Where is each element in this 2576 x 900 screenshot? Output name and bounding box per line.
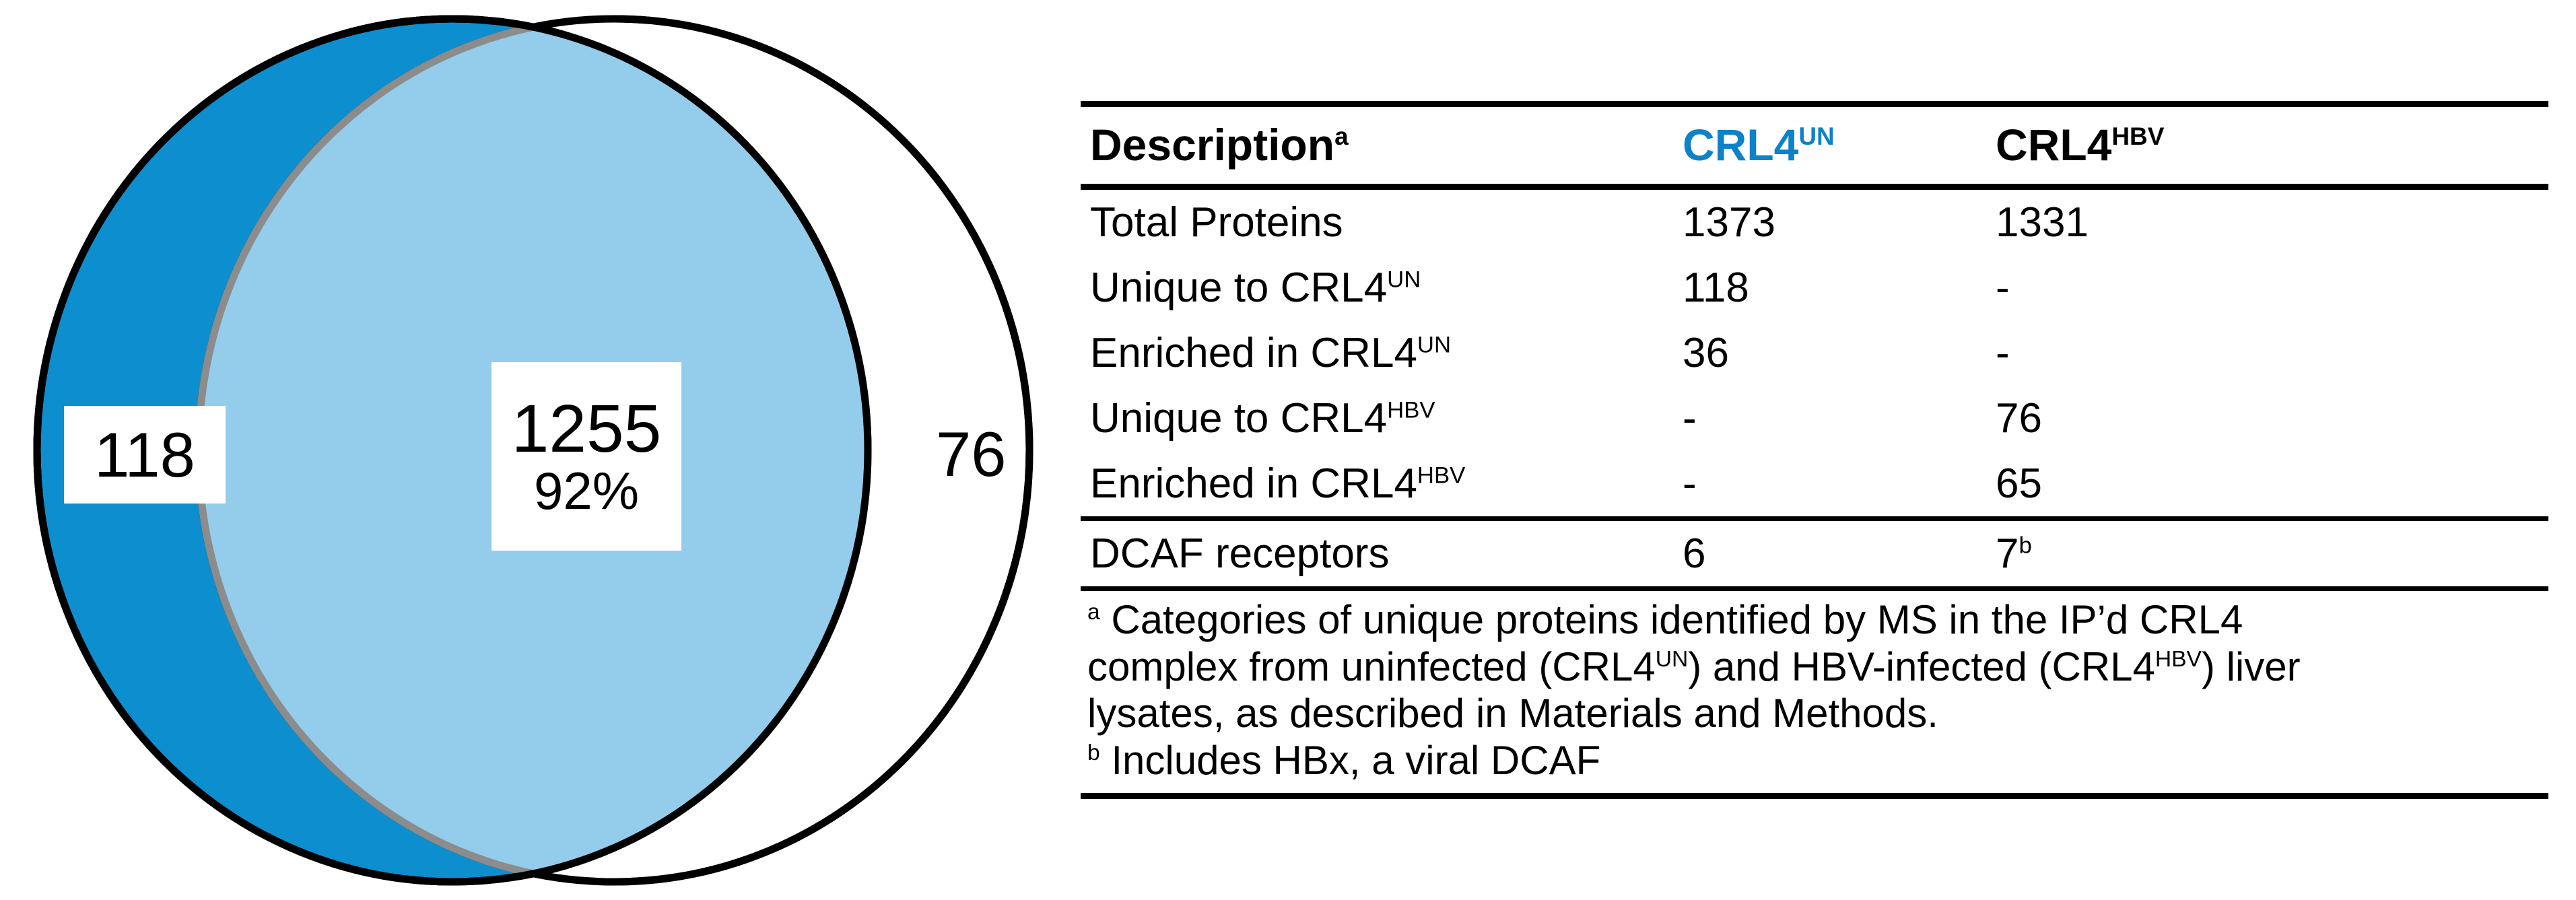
table-row: Enriched in CRL4UN 36 - [1081, 320, 2548, 386]
venn-label-unique-left: 118 [64, 406, 226, 504]
footnote-a-line-2: complex from uninfected (CRL4UN) and HBV… [1087, 644, 2301, 689]
table-row-dcaf: DCAF receptors 6 7b [1081, 518, 2548, 587]
table-row: Unique to CRL4UN 118 - [1081, 255, 2548, 320]
column-header-description: Descriptiona [1090, 120, 1349, 170]
cell-crl4un: 1373 [1683, 199, 1775, 246]
table-row: Total Proteins 1373 1331 [1081, 187, 2548, 256]
cell-crl4un: - [1683, 395, 1697, 442]
cell-description: Enriched in CRL4HBV [1090, 460, 1466, 507]
superscript-hbv: HBV [2111, 123, 2165, 150]
cell-crl4un: 118 [1683, 265, 1749, 311]
cell-crl4hbv: 1331 [1996, 199, 2089, 246]
summary-table-panel: Descriptiona CRL4UN CRL4HBV Total Protei… [1081, 101, 2552, 800]
cell-crl4hbv: 7b [1996, 530, 2032, 577]
footnote-marker-b: b [2019, 532, 2032, 559]
venn-label-unique-right: 76 [936, 405, 1057, 503]
cell-crl4un: - [1683, 460, 1697, 507]
column-header-crl4hbv: CRL4HBV [1996, 120, 2165, 170]
venn-circle-left-edge [33, 15, 872, 886]
footnote-a-line-1: a Categories of unique proteins identifi… [1087, 597, 2243, 642]
cell-crl4un: 6 [1683, 530, 1706, 577]
cell-crl4hbv: 76 [1996, 395, 2042, 442]
footnote-b-line: b Includes HBx, a viral DCAF [1087, 737, 1601, 783]
venn-right-count: 76 [936, 418, 1007, 489]
cell-description: Total Proteins [1090, 199, 1343, 246]
superscript-un: UN [1798, 123, 1835, 150]
venn-intersection-percent: 92% [533, 461, 640, 521]
cell-description: DCAF receptors [1090, 530, 1390, 577]
table-row: Enriched in CRL4HBV - 65 [1081, 451, 2548, 519]
footnote-a-line-3: lysates, as described in Materials and M… [1087, 691, 1938, 736]
cell-description: Enriched in CRL4UN [1090, 330, 1452, 376]
table-row: Unique to CRL4HBV - 76 [1081, 386, 2548, 451]
venn-intersection-count: 1255 [511, 391, 662, 467]
cell-crl4hbv: - [1996, 265, 2010, 311]
cell-crl4un: 36 [1683, 330, 1729, 376]
table-body: Total Proteins 1373 1331 Unique to CRL4U… [1081, 187, 2548, 587]
venn-label-intersection: 1255 92% [492, 362, 681, 551]
venn-diagram: 118 1255 92% 76 [0, 0, 1077, 900]
table-header: Descriptiona CRL4UN CRL4HBV [1081, 104, 2548, 187]
cell-description: Unique to CRL4UN [1090, 265, 1421, 311]
cell-description: Unique to CRL4HBV [1090, 395, 1435, 442]
column-header-crl4un: CRL4UN [1683, 120, 1835, 170]
cell-crl4hbv: 65 [1996, 460, 2042, 507]
table-header-row: Descriptiona CRL4UN CRL4HBV [1081, 104, 2548, 187]
table-footnotes: a Categories of unique proteins identifi… [1081, 586, 2548, 800]
summary-table: Descriptiona CRL4UN CRL4HBV Total Protei… [1081, 101, 2548, 586]
venn-circle-right-outer-arc [613, 15, 1033, 886]
cell-crl4hbv: - [1996, 330, 2010, 376]
footnote-marker-a: a [1334, 123, 1349, 150]
venn-left-count: 118 [94, 419, 195, 490]
